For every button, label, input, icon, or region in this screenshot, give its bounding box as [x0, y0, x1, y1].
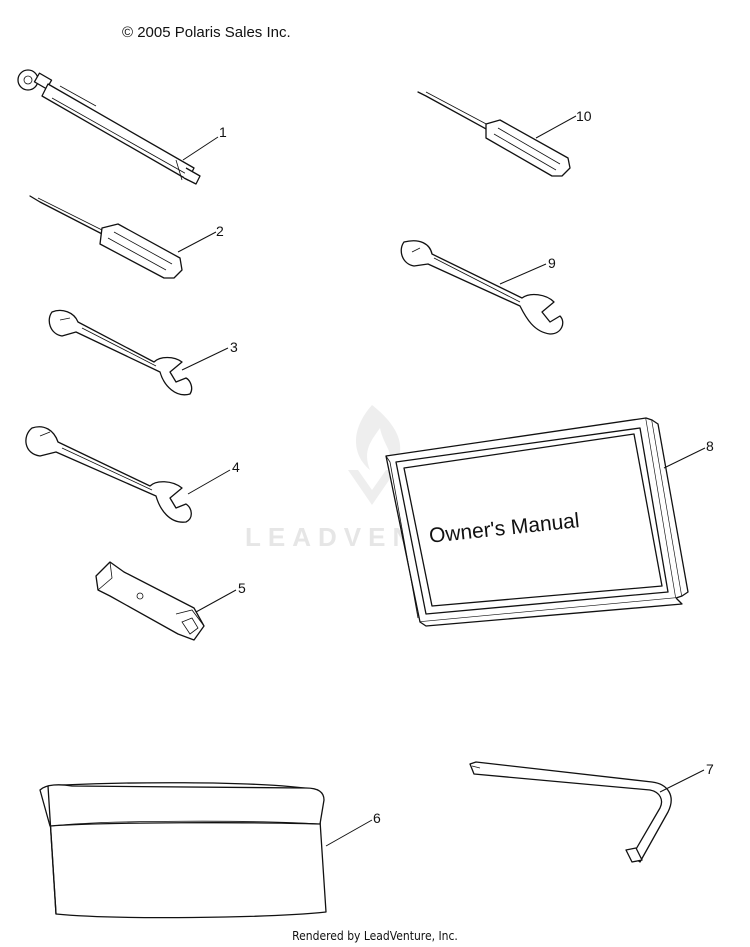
callout-3: 3	[181, 339, 238, 371]
part-1-pressure-gauge[interactable]	[17, 69, 201, 185]
svg-text:5: 5	[238, 580, 246, 596]
callout-10: 10	[535, 108, 592, 139]
part-4-wrench[interactable]	[25, 426, 192, 523]
svg-text:7: 7	[706, 761, 714, 777]
callout-4: 4	[187, 459, 240, 495]
watermark-logo	[348, 405, 401, 505]
svg-text:3: 3	[230, 339, 238, 355]
part-2-screwdriver[interactable]	[29, 195, 183, 279]
part-6-tool-pouch[interactable]	[39, 782, 327, 919]
callout-9: 9	[499, 255, 556, 285]
callout-5: 5	[195, 580, 246, 613]
svg-text:4: 4	[232, 459, 240, 475]
svg-text:9: 9	[548, 255, 556, 271]
part-9-wrench[interactable]	[400, 240, 564, 335]
part-5-socket-wrench[interactable]	[95, 561, 205, 641]
svg-text:10: 10	[576, 108, 592, 124]
svg-text:1: 1	[219, 124, 227, 140]
svg-text:2: 2	[216, 223, 224, 239]
part-10-screwdriver[interactable]	[417, 91, 571, 177]
footer-text: Rendered by LeadVenture, Inc.	[292, 929, 458, 943]
callout-1: 1	[182, 124, 227, 161]
copyright-text: © 2005 Polaris Sales Inc.	[122, 24, 291, 41]
part-7-hex-key[interactable]	[469, 761, 672, 863]
svg-text:6: 6	[373, 810, 381, 826]
part-8-owners-manual[interactable]: Owner's Manual	[385, 417, 689, 627]
callout-7: 7	[659, 761, 714, 793]
part-3-wrench[interactable]	[48, 309, 193, 396]
callout-6: 6	[325, 810, 381, 847]
callout-8: 8	[663, 438, 714, 469]
svg-text:8: 8	[706, 438, 714, 454]
callout-2: 2	[177, 223, 224, 253]
